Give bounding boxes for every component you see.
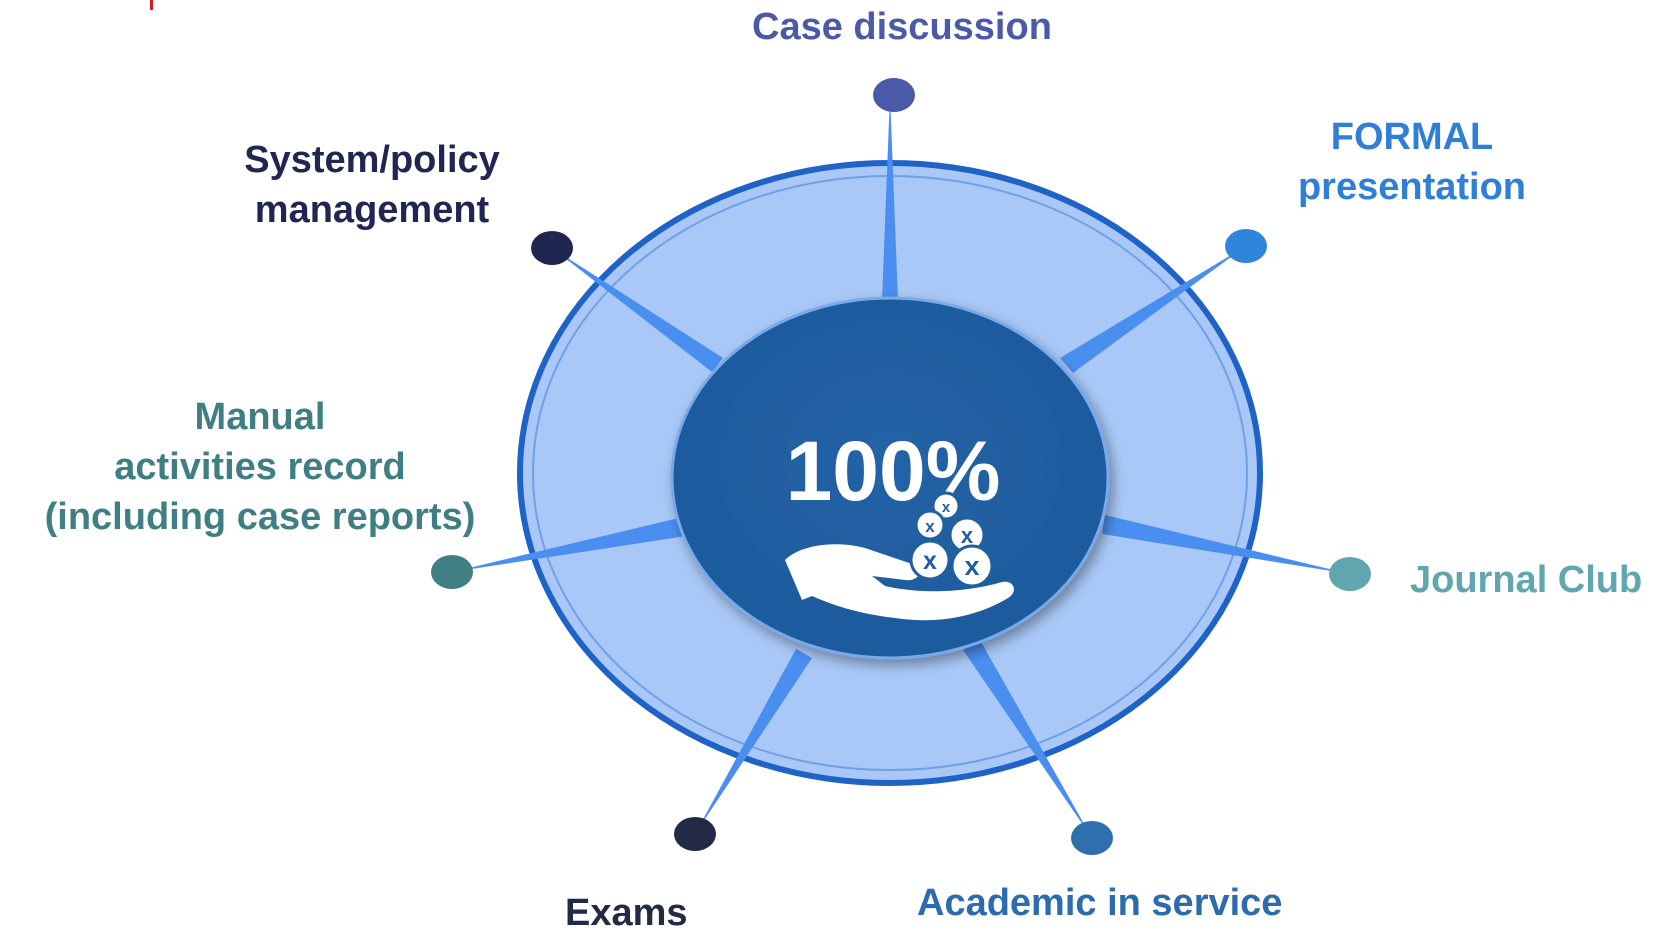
spoke-academic	[963, 640, 1092, 838]
spoke-journal	[1102, 515, 1350, 574]
spokes	[452, 95, 1350, 838]
node-dot-academic	[1071, 821, 1113, 855]
label-manual-line2: activities record	[114, 446, 406, 488]
svg-text:x: x	[964, 551, 979, 581]
svg-text:x: x	[923, 547, 937, 575]
center-value: 100%	[786, 424, 1001, 518]
label-academic-in-service: Academic in service	[917, 878, 1282, 928]
node-dot-case	[873, 78, 915, 112]
label-exams-text: Exams	[565, 892, 688, 934]
label-manual-activities-record: Manual activities record (including case…	[10, 392, 510, 542]
spoke-system	[552, 248, 723, 372]
center-circle	[670, 296, 1110, 660]
label-case-discussion: Case discussion	[752, 2, 1052, 52]
label-academic-text: Academic in service	[917, 882, 1283, 924]
label-journal-club: Journal Club	[1410, 555, 1642, 605]
label-manual-line1: Manual	[194, 396, 326, 438]
node-dot-exams	[674, 817, 716, 851]
label-exams: Exams	[565, 888, 688, 938]
label-case-text: Case discussion	[752, 6, 1052, 48]
label-formal-line1: FORMAL	[1330, 116, 1494, 158]
spoke-exams	[695, 649, 812, 834]
hand-with-coins-icon: x x x x x	[785, 491, 1014, 621]
svg-text:x: x	[925, 517, 935, 536]
svg-text:x: x	[942, 499, 951, 516]
spoke-case	[882, 95, 898, 300]
label-system-line1: System/policy	[244, 139, 500, 181]
label-formal-line2: presentation	[1297, 166, 1527, 208]
node-dot-system	[531, 231, 573, 265]
label-journal-text: Journal Club	[1410, 559, 1643, 601]
label-system-policy-management: System/policy management	[222, 135, 522, 235]
node-dot-manual	[431, 555, 473, 589]
svg-text:x: x	[961, 523, 974, 548]
node-dot-formal	[1225, 229, 1267, 263]
red-accent-mark	[150, 0, 153, 10]
spoke-manual	[452, 517, 686, 572]
label-system-line2: management	[254, 189, 490, 231]
spoke-formal	[1060, 246, 1246, 373]
label-formal-presentation: FORMAL presentation	[1282, 112, 1542, 212]
node-dot-journal	[1329, 557, 1371, 591]
label-manual-line3: (including case reports)	[44, 496, 476, 538]
